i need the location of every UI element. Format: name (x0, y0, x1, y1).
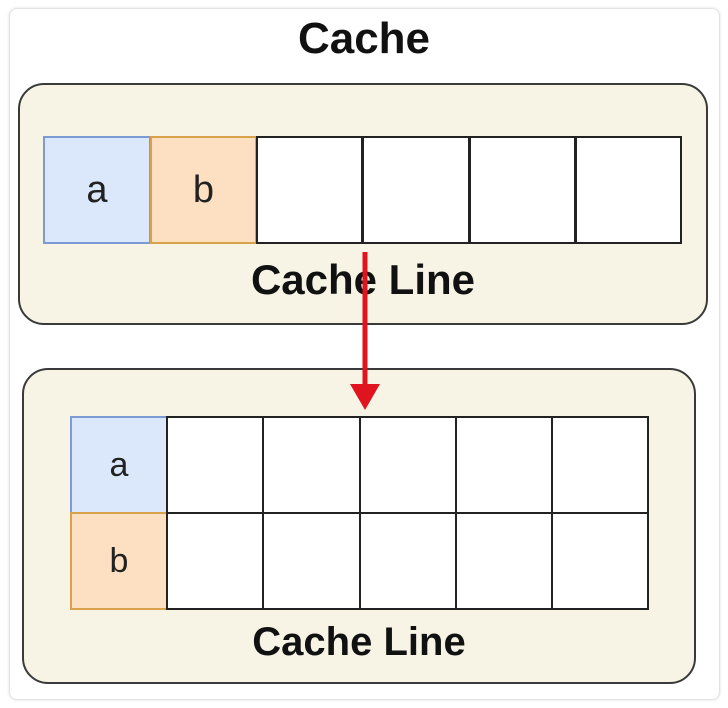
cache-cell-a: a (43, 136, 151, 244)
cache-cell-b: b (150, 136, 257, 244)
cache-cell (551, 416, 649, 514)
cache-cell (359, 512, 457, 610)
cache-cell (166, 512, 264, 610)
cache-cell (455, 512, 553, 610)
cache-cell (469, 136, 576, 244)
cache-cell (359, 416, 457, 514)
cache-cell (256, 136, 363, 244)
cache-cell (551, 512, 649, 610)
diagram-title: Cache (297, 14, 431, 63)
cache-cell (362, 136, 470, 244)
cache-cell (575, 136, 682, 244)
cache-cell (262, 416, 361, 514)
cache-cell-b: b (70, 512, 168, 610)
cache-line-caption-bottom: Cache Line (252, 620, 466, 664)
